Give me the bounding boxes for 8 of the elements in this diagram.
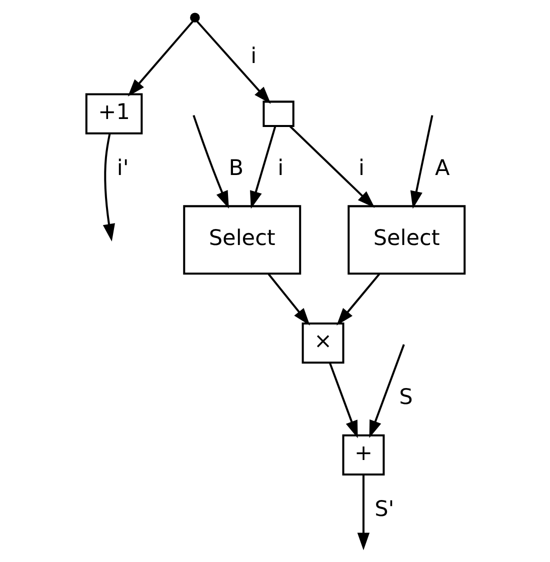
edge-label: i — [250, 44, 256, 69]
edge-label: i — [358, 156, 364, 181]
edge-label: B — [228, 156, 244, 181]
edge-label: S' — [374, 497, 394, 522]
edge-label: A — [434, 156, 450, 181]
edge-label: i — [277, 156, 284, 181]
edge-label: S — [398, 385, 412, 410]
edge-label: i' — [116, 156, 128, 181]
